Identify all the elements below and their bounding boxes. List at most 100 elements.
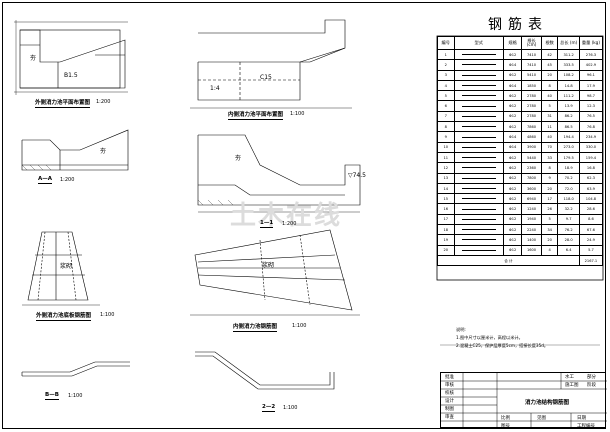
tb-company-a: 水工 — [565, 375, 574, 380]
rebar-shape-icon — [461, 218, 496, 220]
notes-line-2: 2.混凝土C25，保护层厚度5cm，搭接长度35d。 — [456, 343, 549, 348]
rebar-table-cell — [453, 90, 504, 102]
section-aa-profile — [21, 129, 129, 171]
section-title-bb: B—B — [45, 392, 59, 400]
rebar-shape-icon — [461, 239, 496, 241]
rebar-table-cell — [453, 182, 504, 195]
rebar-header-cell: 重量 (kg) — [578, 36, 604, 50]
rebar-table-cell: Φ12 — [502, 48, 523, 61]
rebar-table-cell: 6.4 — [557, 244, 580, 256]
rebar-table-cell: 15 — [437, 193, 455, 205]
rebar-table-cell — [453, 193, 504, 205]
rebar-shape-icon — [461, 64, 496, 66]
rebar-table-cell: 2780 — [521, 100, 542, 112]
tb-phase-b: 阶段 — [587, 383, 596, 388]
rebar-table-cell: 17.9 — [578, 79, 604, 92]
title-block-grid — [441, 373, 607, 429]
rebar-table-cell: 70.2 — [557, 172, 580, 184]
rebar-table-cell: 28.0 — [557, 234, 580, 246]
rebar-table-cell: 5 — [437, 90, 455, 102]
rebar-table-cell: 179.5 — [557, 151, 580, 164]
rebar-table-cell: 276.3 — [578, 48, 604, 61]
notes-line-1: 1.图中尺寸以厘米计，高程以米计。 — [456, 335, 523, 340]
outer-rebar-plan — [27, 231, 89, 301]
rebar-table-cell: 234.9 — [578, 131, 604, 143]
rebar-shape-icon — [461, 85, 496, 87]
rebar-table-cell: 34 — [540, 224, 559, 236]
inner-rebar-plan — [194, 229, 353, 311]
rebar-table-cell: 108.2 — [557, 69, 580, 81]
rebar-total-value: 2167.1 — [578, 254, 604, 267]
rebar-total-label: 合 计 — [437, 254, 580, 267]
rebar-total-row: 合 计 2167.1 — [437, 254, 604, 267]
rebar-table-cell: 20 — [540, 234, 559, 246]
rebar-table-cell: 9.7 — [557, 213, 580, 226]
tb-company-b: 部分 — [587, 375, 596, 380]
rebar-table-cell: 7410 — [521, 48, 542, 61]
rebar-header-cell: 规格 — [502, 36, 523, 50]
tb-date-label: 日期 — [577, 416, 586, 421]
rebar-table-cell: 4 — [437, 79, 455, 92]
rebar-table-cell: 12.3 — [578, 100, 604, 112]
drawing-notes: 说明: 1.图中尺寸以厘米计，高程以米计。 2.混凝土C25，保护层厚度5cm，… — [456, 326, 606, 350]
rebar-table-cell: 8 — [437, 121, 455, 133]
rebar-shape-icon — [461, 167, 496, 169]
rebar-table-cell: 1850 — [521, 79, 542, 92]
rebar-table-cell: 40 — [540, 90, 559, 102]
rebar-table-cell: 3900 — [521, 141, 542, 153]
rebar-table-cell: Φ12 — [502, 213, 523, 226]
tb-approve: 批准 — [445, 375, 454, 380]
tb-scale-label: 比例 — [501, 416, 510, 421]
rebar-table-cell: 7860 — [521, 121, 542, 133]
rebar-table-cell: 2360 — [521, 162, 542, 174]
rebar-table-cell: 33 — [540, 151, 559, 164]
fill-mark-1: 夯 — [30, 55, 37, 62]
rebar-table-cell — [453, 151, 504, 164]
rebar-table-cell — [453, 244, 504, 256]
rebar-shape-icon — [461, 105, 496, 107]
rebar-table-cell: 42 — [540, 48, 559, 61]
rebar-table-cell: 28.6 — [578, 203, 604, 215]
elevation-label: ▽74.5 — [348, 172, 366, 179]
rebar-shape-icon — [461, 126, 496, 128]
rebar-table-cell: 2780 — [521, 90, 542, 102]
fill-mark-2: 夯 — [100, 148, 107, 155]
rebar-table-cell: 70 — [540, 141, 559, 153]
tb-review: 审核 — [445, 383, 454, 388]
rebar-table-cell: Φ12 — [502, 110, 523, 123]
tb-sheet-label: 图号 — [501, 424, 510, 429]
view-title-outer-rebar: 外侧消力池底板钢筋图 — [36, 313, 92, 321]
rebar-shape-icon — [461, 54, 496, 56]
dim-label-a: B1.5 — [64, 72, 78, 79]
rebar-table-cell: 9 — [437, 131, 455, 143]
rebar-table-cell: 17 — [437, 213, 455, 226]
view-title-outer-plan: 外侧消力池平面布置图 — [35, 100, 91, 108]
rebar-shape-icon — [461, 95, 496, 97]
rebar-table-cell: 76.8 — [578, 121, 604, 133]
rebar-table-cell: 16.8 — [578, 162, 604, 174]
rebar-table-cell: 86.2 — [557, 110, 580, 123]
tb-sheet-value: 工程编号 — [577, 424, 595, 429]
rebar-table-cell: 45 — [540, 59, 559, 71]
title-block: 批准 审核 校核 设计 制图 审查 水工 部分 施工图 阶段 消力池结构钢筋图 … — [440, 372, 607, 429]
rebar-table-cell: 76.2 — [557, 224, 580, 236]
section-11-profile — [197, 134, 361, 206]
rebar-table-cell: 11 — [540, 121, 559, 133]
rebar-table-cell: Φ12 — [502, 182, 523, 195]
tb-design: 设计 — [445, 399, 454, 404]
rebar-table-cell: 104.8 — [578, 193, 604, 205]
rebar-table-cell: 3600 — [521, 182, 542, 195]
watermark-text: 土木在线 — [230, 201, 343, 231]
rebar-table-cell: 4860 — [521, 131, 542, 143]
view-title-inner-rebar: 内侧消力池钢筋图 — [233, 324, 278, 332]
rebar-table-cell: Φ12 — [502, 172, 523, 184]
